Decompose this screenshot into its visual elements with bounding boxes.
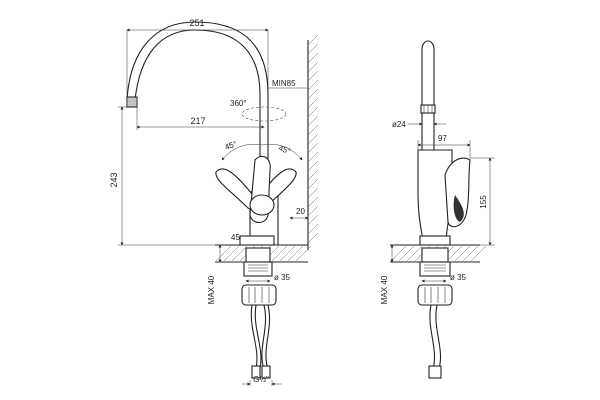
faucet-body — [215, 155, 297, 246]
dim-height-label: 243 — [109, 172, 119, 187]
hatch-line — [307, 178, 319, 190]
side-mounting-assembly — [417, 247, 453, 306]
rotation-label: 360° — [230, 99, 247, 108]
dim-wall-gap: 20 — [289, 207, 309, 220]
dim-height: 243 — [109, 106, 215, 246]
hatch-line — [287, 245, 304, 262]
hatch-line — [307, 169, 319, 181]
front-view: 360° 45° 45° — [109, 18, 319, 386]
dim-reach-total: 251 — [126, 18, 269, 95]
hatch-line — [307, 43, 319, 55]
hatch-line — [454, 245, 471, 262]
hatch-line — [307, 232, 319, 244]
mounting-assembly — [241, 247, 277, 306]
hatch-line — [307, 97, 319, 109]
dim-wall-gap-label: 20 — [296, 207, 305, 216]
hatch-line — [470, 245, 487, 262]
side-dim-lever-reach-label: 97 — [438, 134, 447, 143]
hatch-line — [295, 245, 312, 262]
hatch-line — [271, 245, 288, 262]
dim-reach-total-label: 251 — [189, 18, 204, 28]
hatch-line — [307, 34, 319, 46]
hatch-line — [446, 245, 463, 262]
angle-arcs: 45° 45° — [221, 139, 303, 161]
side-body — [417, 149, 471, 246]
hatch-line — [307, 151, 319, 163]
hatch-line — [398, 245, 415, 262]
dim-reach-spout-label: 217 — [190, 116, 205, 126]
dim-thread: G½" — [242, 375, 282, 386]
hatch-line — [223, 245, 240, 262]
rotation-indicator: 360° — [230, 99, 287, 122]
dim-min-clearance: MIN85 — [268, 79, 308, 89]
dim-base-diameter: 45 — [231, 233, 240, 245]
side-spout — [420, 40, 436, 150]
aerator — [126, 96, 138, 108]
hatch-line — [406, 245, 423, 262]
hatch-line — [307, 214, 319, 226]
hatch-line — [307, 79, 319, 91]
dim-hole-diameter: ø 35 — [245, 273, 291, 283]
hatch-line — [307, 115, 319, 127]
dim-base-diameter-label: 45 — [231, 233, 240, 242]
side-view: ø24 97 155 MAX 40 ø 35 — [380, 40, 495, 379]
dim-max-thickness-label: MAX 40 — [207, 275, 216, 304]
side-dim-lever-height: 155 — [470, 157, 495, 246]
hatch-line — [307, 160, 319, 172]
side-dim-lever-reach: 97 — [417, 134, 471, 158]
side-dim-aerator: ø24 — [392, 120, 446, 129]
side-lever — [444, 157, 471, 228]
hatch-line — [215, 245, 232, 262]
hatch-line — [307, 196, 319, 208]
dim-thread-label: G½" — [253, 375, 269, 384]
side-dim-max-thickness-label: MAX 40 — [380, 275, 389, 304]
side-dim-lever-height-label: 155 — [479, 195, 488, 209]
hatch-line — [307, 124, 319, 136]
dim-hole-diameter-label: ø 35 — [274, 273, 291, 282]
hatch-line — [307, 61, 319, 73]
dim-min-clearance-label: MIN85 — [272, 79, 296, 88]
side-dim-aerator-label: ø24 — [392, 120, 406, 129]
dim-reach-spout: 217 — [136, 107, 265, 130]
hatch-line — [307, 187, 319, 199]
hatch-line — [307, 106, 319, 118]
side-dim-hole-diameter: ø 35 — [421, 273, 467, 283]
hatch-line — [231, 245, 248, 262]
side-supply-hose — [428, 304, 442, 379]
side-dim-max-thickness: MAX 40 — [380, 244, 394, 304]
dim-max-thickness: MAX 40 — [207, 244, 245, 304]
hatch-line — [307, 142, 319, 154]
angle-right-label: 45° — [277, 143, 291, 156]
hatch-line — [307, 205, 319, 217]
hatch-line — [307, 133, 319, 145]
hatch-line — [390, 245, 407, 262]
hatch-line — [307, 52, 319, 64]
hatch-line — [307, 223, 319, 235]
wall — [307, 34, 319, 250]
hatch-line — [307, 70, 319, 82]
hatch-line — [279, 245, 296, 262]
hatch-line — [462, 245, 479, 262]
angle-left-label: 45° — [224, 139, 238, 152]
side-dim-hole-diameter-label: ø 35 — [450, 273, 467, 282]
hatch-line — [307, 88, 319, 100]
supply-hoses — [250, 304, 271, 379]
